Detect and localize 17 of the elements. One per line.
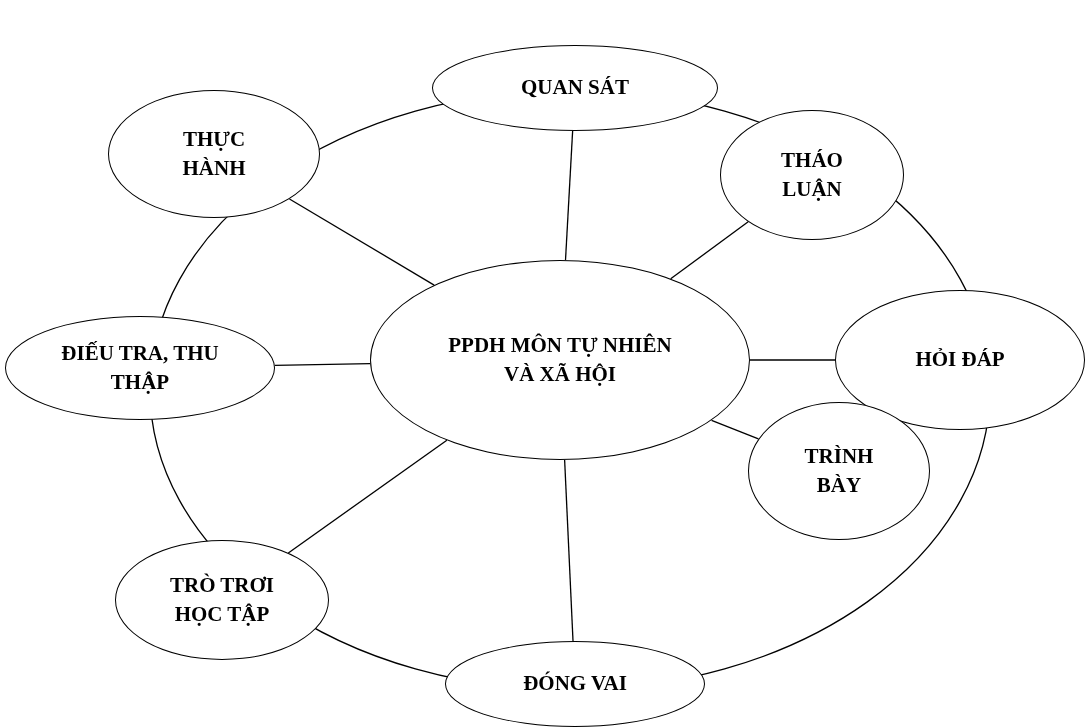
connector-line xyxy=(710,419,760,440)
connector-line xyxy=(288,198,435,286)
connector-line xyxy=(564,130,574,261)
node-label: ĐÓNG VAI xyxy=(522,670,628,698)
node-label: THÁO LUẬN xyxy=(780,146,844,203)
node-label: TRÒ TRƠI HỌC TẬP xyxy=(168,571,276,628)
node-label: PPDH MÔN TỰ NHIÊN VÀ XÃ HỘI xyxy=(447,331,673,388)
connector-line xyxy=(564,459,574,642)
node-label: QUAN SÁT xyxy=(520,74,630,102)
connector-line xyxy=(670,221,749,280)
connector-line xyxy=(274,362,371,367)
node-label: TRÌNH BÀY xyxy=(803,442,875,499)
node-label: HỎI ĐÁP xyxy=(914,346,1006,374)
connector-line xyxy=(749,359,836,361)
node-label: THỰC HÀNH xyxy=(181,125,247,182)
node-label: ĐIẾU TRA, THU THẬP xyxy=(60,339,220,396)
connector-line xyxy=(287,439,448,554)
